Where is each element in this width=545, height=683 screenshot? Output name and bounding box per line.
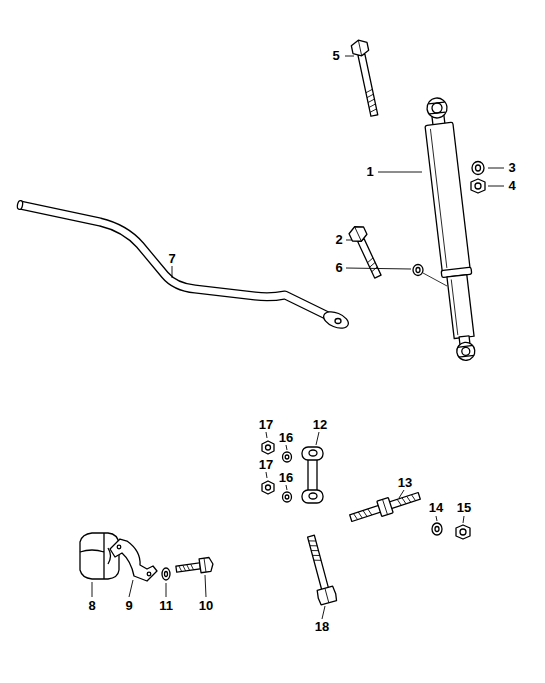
stabilizer-link (302, 447, 323, 503)
callout-number: 17 (259, 458, 273, 472)
callout-number: 6 (335, 261, 342, 275)
leader-lines (92, 56, 504, 619)
callout-number: 9 (125, 599, 132, 613)
bolt (347, 223, 385, 280)
callout-number: 16 (279, 431, 293, 445)
callout-number: 14 (429, 501, 443, 515)
callout-number: 5 (332, 49, 339, 63)
callout-number: 4 (508, 179, 515, 193)
shock-absorber (421, 96, 482, 362)
callout-number: 18 (315, 620, 329, 634)
callout-number: 13 (398, 476, 412, 490)
callout-number: 1 (366, 165, 373, 179)
rubber-bushing (80, 533, 119, 579)
callout-number: 11 (159, 599, 173, 613)
callout-number: 10 (199, 599, 213, 613)
callout-number: 8 (88, 599, 95, 613)
callout-number: 2 (335, 233, 342, 247)
bolt (175, 557, 214, 576)
stabilizer-bar (17, 200, 351, 331)
callout-number: 15 (457, 501, 471, 515)
stud (348, 488, 421, 525)
callout-number: 12 (313, 418, 327, 432)
callout-number: 17 (259, 418, 273, 432)
callout-number: 16 (279, 471, 293, 485)
callout-number: 7 (168, 252, 175, 266)
bolt (351, 39, 383, 118)
bracket (110, 539, 157, 581)
callout-number: 3 (508, 161, 515, 175)
bolt (302, 534, 337, 605)
